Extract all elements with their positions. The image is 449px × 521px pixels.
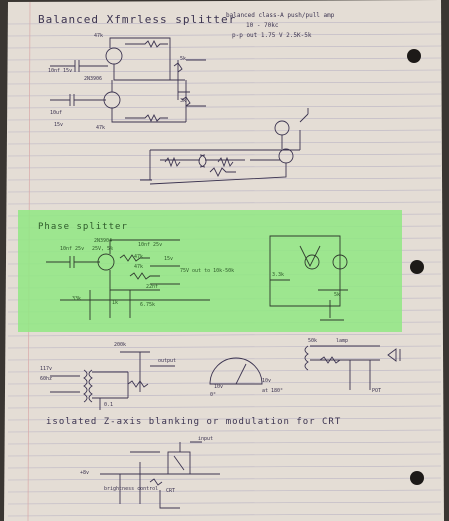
phase-splitter-schematic xyxy=(46,235,348,321)
transformer-schematic xyxy=(50,351,175,410)
zaxis-schematic xyxy=(100,441,220,509)
pp-out-note: p-p out 1.75 V 2.5K-5k xyxy=(232,32,312,39)
label-dial-10v-a: 10v xyxy=(214,384,224,390)
label-phase-vin: 15v xyxy=(164,256,174,262)
label-phase-r47k-2: 47k xyxy=(134,264,144,270)
title-phase-splitter: Phase splitter xyxy=(38,222,128,232)
title-pushpull-amp: balanced class-A push/pull amp xyxy=(226,12,335,19)
label-dial-0deg: 0° xyxy=(210,392,217,398)
label-dial-10v-b: 10v xyxy=(262,378,272,384)
binder-hole-bottom xyxy=(410,471,424,485)
label-transistor-top: 2N3906 xyxy=(84,76,103,82)
phase-splitter-highlight xyxy=(18,210,402,332)
label-zaxis-vplus: +8v xyxy=(80,470,90,476)
label-r50k-lamp: 50k xyxy=(308,338,318,344)
label-phase-r675k: 6.75k xyxy=(140,302,156,308)
label-r47k-bottom: 47k xyxy=(96,125,106,131)
binder-hole-middle xyxy=(410,260,424,274)
phase-dial-drawing xyxy=(209,357,263,385)
label-brightness-control: brightness control xyxy=(104,486,159,492)
label-v15: 15v xyxy=(54,122,64,128)
label-zaxis-input: input xyxy=(198,436,214,442)
label-r200k: 200k xyxy=(114,342,127,348)
label-cap-10nf: 10nf 15v xyxy=(48,68,73,74)
splitter-schematic xyxy=(50,37,206,123)
label-phase-gain: 25V, 5% xyxy=(92,246,114,252)
label-v117: 117v xyxy=(40,366,53,372)
label-phase-r33k: 33k xyxy=(72,296,82,302)
title-zaxis: isolated Z-axis blanking or modulation f… xyxy=(46,417,342,427)
frequency-range: 10 - 70kc xyxy=(246,22,279,29)
label-r47k-top: 47k xyxy=(94,33,104,39)
label-phase-transistor: 2N3904 xyxy=(94,238,113,244)
label-phase-out: 75V out to 10k-50k xyxy=(180,268,235,274)
label-phase-r47k: 47k xyxy=(134,254,144,260)
label-cap-10uf: 10uf xyxy=(50,110,63,116)
label-phase-r1k: 1k xyxy=(112,300,119,306)
label-cap01: 0.1 xyxy=(104,402,114,408)
label-phase-cap-in: 10nf 25v xyxy=(60,246,85,252)
label-phase-cap22: 22nf xyxy=(146,284,159,290)
label-phase-cap-out: 10nf 25v xyxy=(138,242,163,248)
label-hz60: 60hz xyxy=(40,376,53,382)
label-pot: POT xyxy=(372,388,382,394)
lamp-schematic xyxy=(304,345,401,390)
pushpull-schematic xyxy=(140,108,309,185)
label-crt: CRT xyxy=(166,488,176,494)
label-dial-180deg: at 180° xyxy=(262,388,284,394)
label-r5k: 5k xyxy=(180,56,187,62)
label-lamp: lamp xyxy=(336,338,349,344)
label-phase-r33k-right: 3.3k xyxy=(272,272,285,278)
label-phase-r50k: 5k xyxy=(334,292,341,298)
binder-hole-top xyxy=(407,49,421,63)
label-r3k: 3k xyxy=(180,98,187,104)
label-output: output xyxy=(158,358,177,364)
title-balanced-splitter: Balanced Xfmrless splitter xyxy=(38,13,237,26)
